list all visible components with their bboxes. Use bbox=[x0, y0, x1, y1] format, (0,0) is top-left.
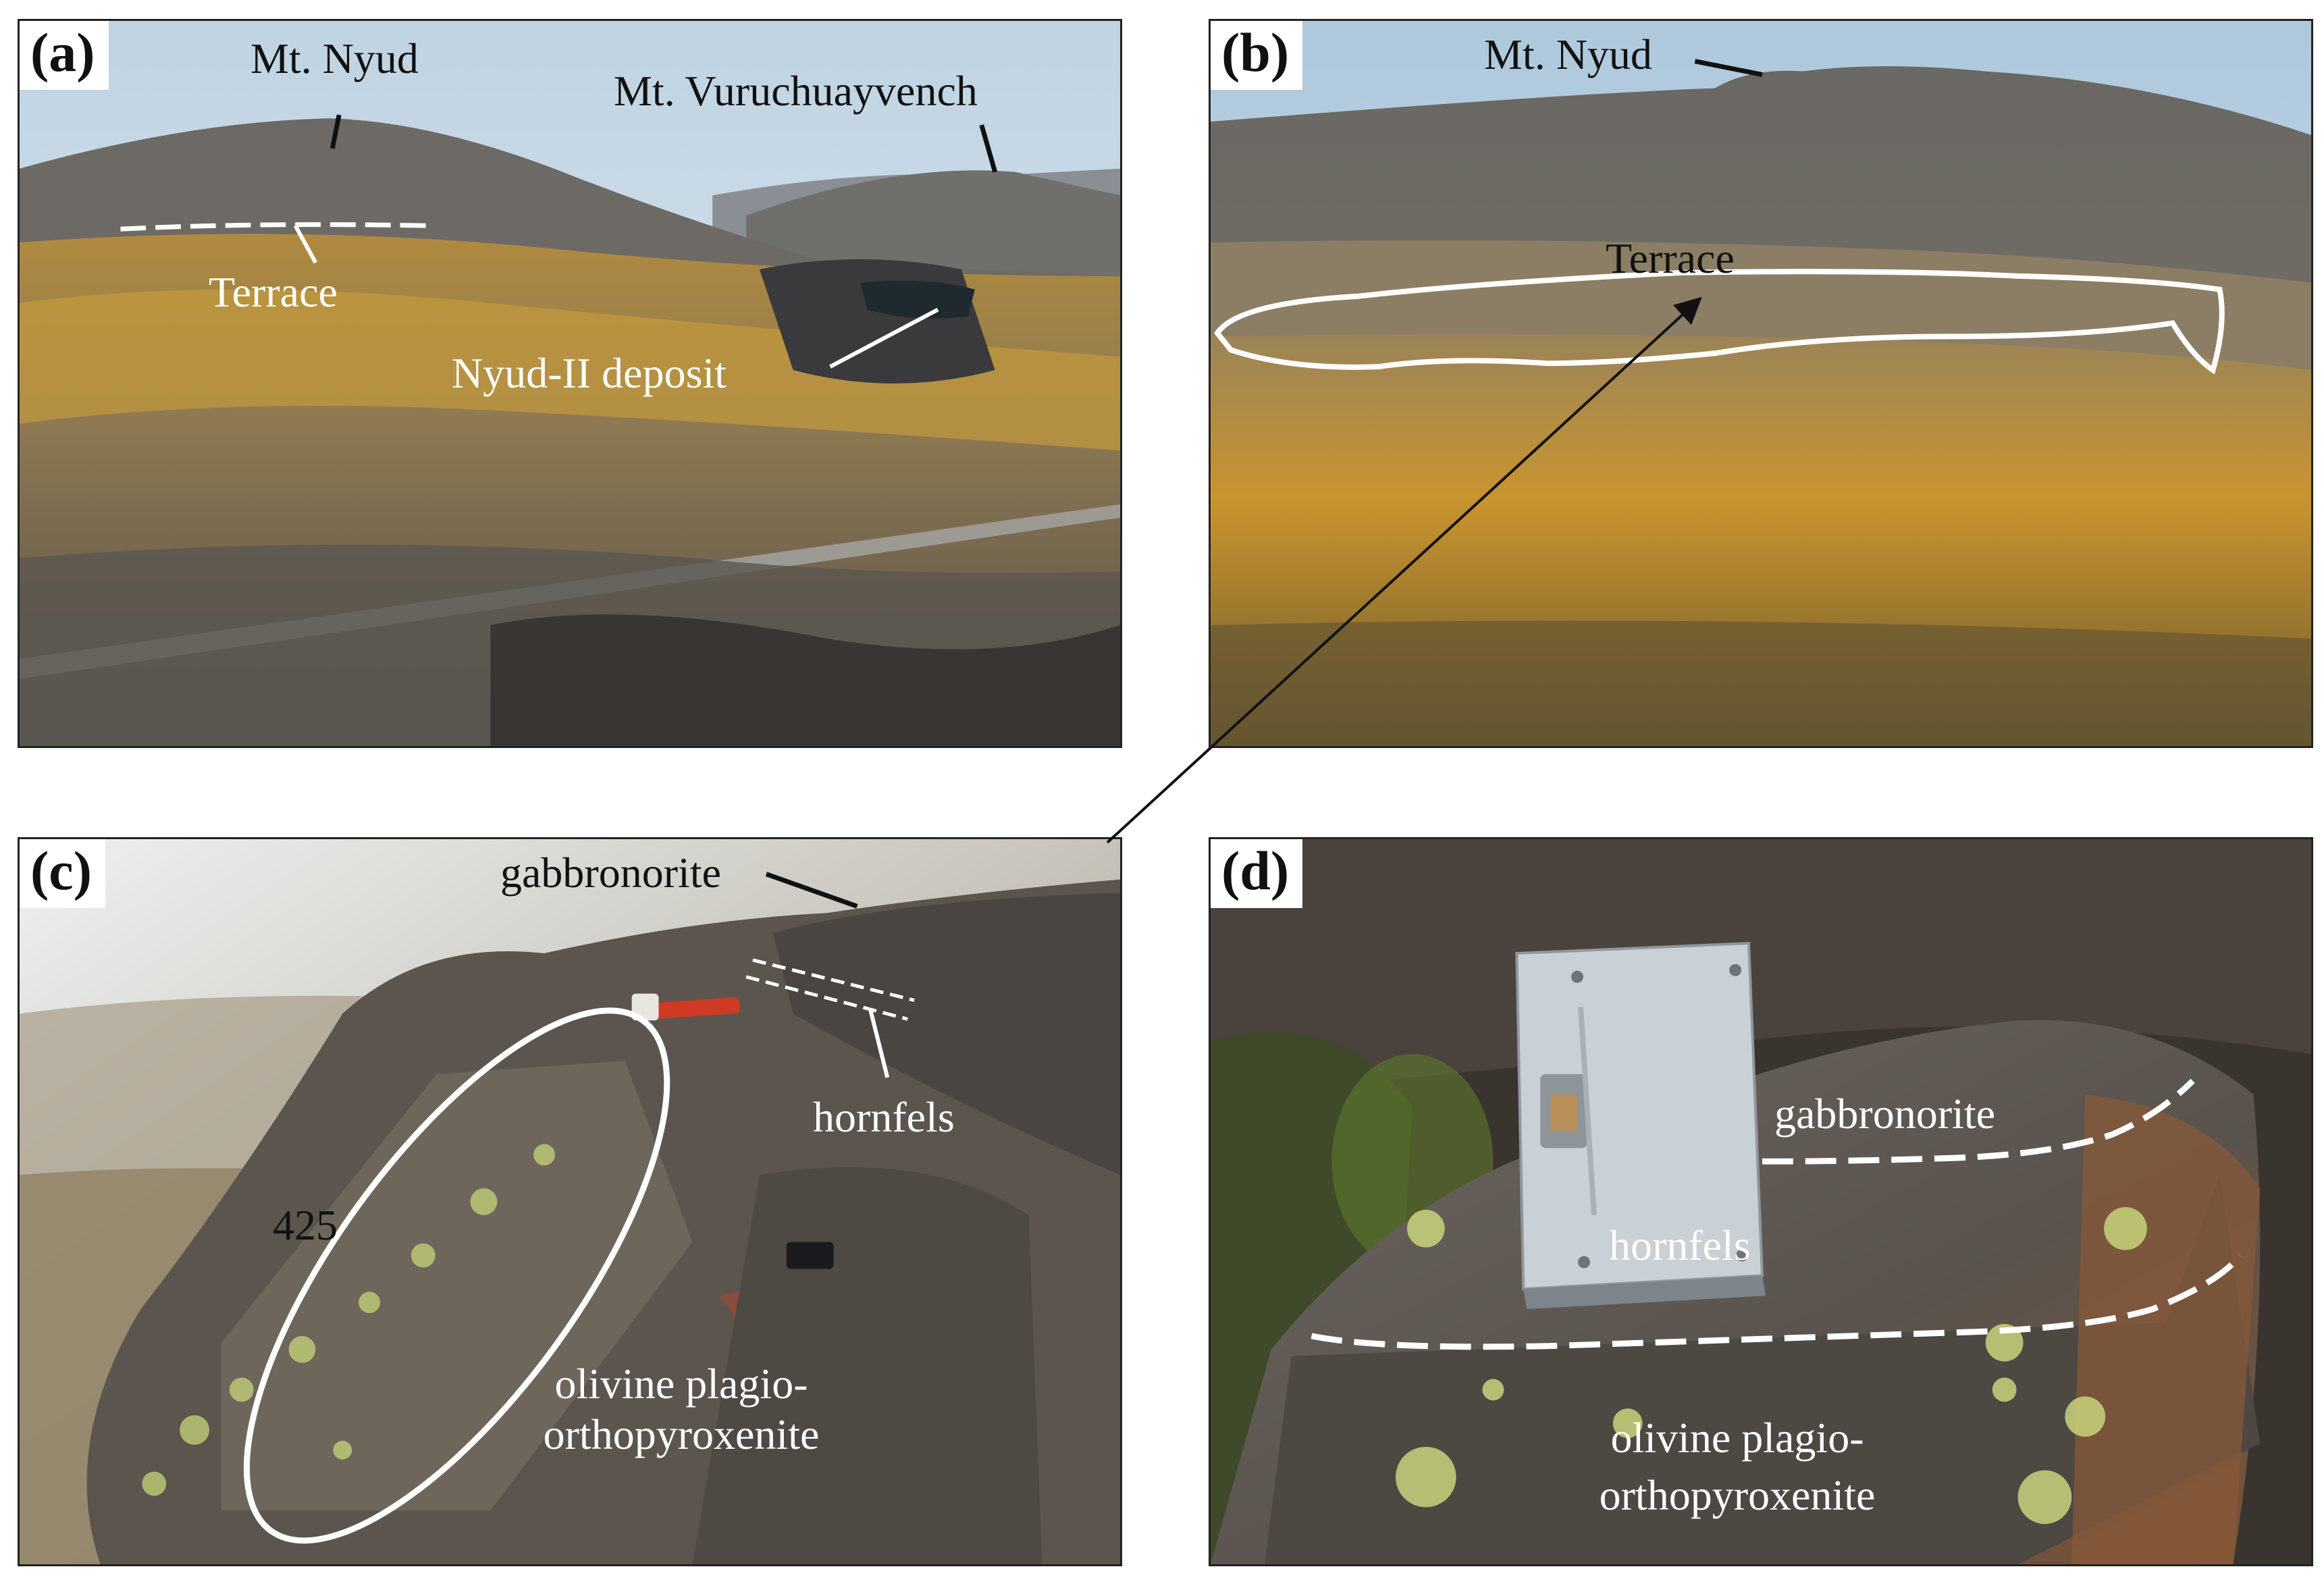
mt-nyud-pointer bbox=[329, 114, 342, 149]
label-sample-425: 425 bbox=[273, 1201, 338, 1249]
sample-425-ellipse bbox=[243, 1007, 670, 1544]
gabbronorite-pointer bbox=[765, 872, 858, 909]
panel-a-annotations bbox=[120, 114, 998, 369]
panel-a-photo bbox=[20, 21, 1120, 746]
label-terrace: Terrace bbox=[209, 268, 338, 316]
label-orthopyroxenite: orthopyroxenite bbox=[1599, 1471, 1876, 1519]
label-gabbronorite: gabbronorite bbox=[1774, 1090, 1995, 1138]
mt-nyud-pointer bbox=[1694, 59, 1763, 77]
label-nyud-ii-deposit: Nyud-II deposit bbox=[452, 349, 727, 397]
panel-c-tag: (c) bbox=[20, 839, 106, 908]
panel-b: (b) Mt. Nyud Terrace bbox=[1209, 19, 2313, 748]
label-olivine-plagio: olivine plagio- bbox=[1610, 1414, 1864, 1462]
panel-c-photo bbox=[20, 839, 1120, 1564]
compass-box bbox=[1515, 942, 1766, 1310]
label-terrace: Terrace bbox=[1606, 234, 1735, 282]
panel-b-annotations bbox=[1214, 59, 2225, 375]
deposit-pointer bbox=[829, 307, 939, 369]
label-mt-vuruchuayvench: Mt. Vuruchuayvench bbox=[614, 67, 978, 115]
panel-d: (d) gabbronorite hornfels olivine plagio… bbox=[1209, 837, 2313, 1566]
gabbronorite-hornfels-contact bbox=[1762, 1078, 2195, 1165]
hornfels-orthopyroxenite-contact bbox=[1311, 1253, 2242, 1350]
terrace-outline bbox=[1214, 269, 2225, 375]
terrace-dashed-line bbox=[120, 222, 430, 232]
label-hornfels: hornfels bbox=[813, 1093, 955, 1141]
hornfels-dashed-upper bbox=[752, 958, 915, 1003]
panel-c: (c) gabbronorite hornfels 425 olivine pl… bbox=[18, 837, 1122, 1566]
label-gabbronorite: gabbronorite bbox=[500, 849, 721, 897]
panel-d-tag: (d) bbox=[1211, 839, 1303, 908]
terrace-pointer bbox=[293, 224, 318, 264]
label-hornfels: hornfels bbox=[1609, 1221, 1751, 1269]
panel-a-tag: (a) bbox=[20, 21, 109, 90]
hornfels-pointer bbox=[868, 1009, 890, 1078]
mt-vuruchuayvench-pointer bbox=[979, 124, 998, 173]
panel-b-tag: (b) bbox=[1211, 21, 1303, 90]
panel-d-annotations bbox=[1311, 1078, 2242, 1350]
label-mt-nyud: Mt. Nyud bbox=[250, 34, 419, 82]
label-olivine-plagio: olivine plagio- bbox=[554, 1360, 808, 1408]
label-orthopyroxenite: orthopyroxenite bbox=[543, 1410, 820, 1458]
label-mt-nyud: Mt. Nyud bbox=[1484, 30, 1652, 78]
panel-a: (a) Mt. Nyud Mt. Vuruchuayvench Terrace … bbox=[18, 19, 1122, 748]
hornfels-dashed-lower bbox=[745, 975, 908, 1021]
panel-d-photo bbox=[1211, 839, 2311, 1564]
panel-c-annotations bbox=[243, 872, 915, 1544]
